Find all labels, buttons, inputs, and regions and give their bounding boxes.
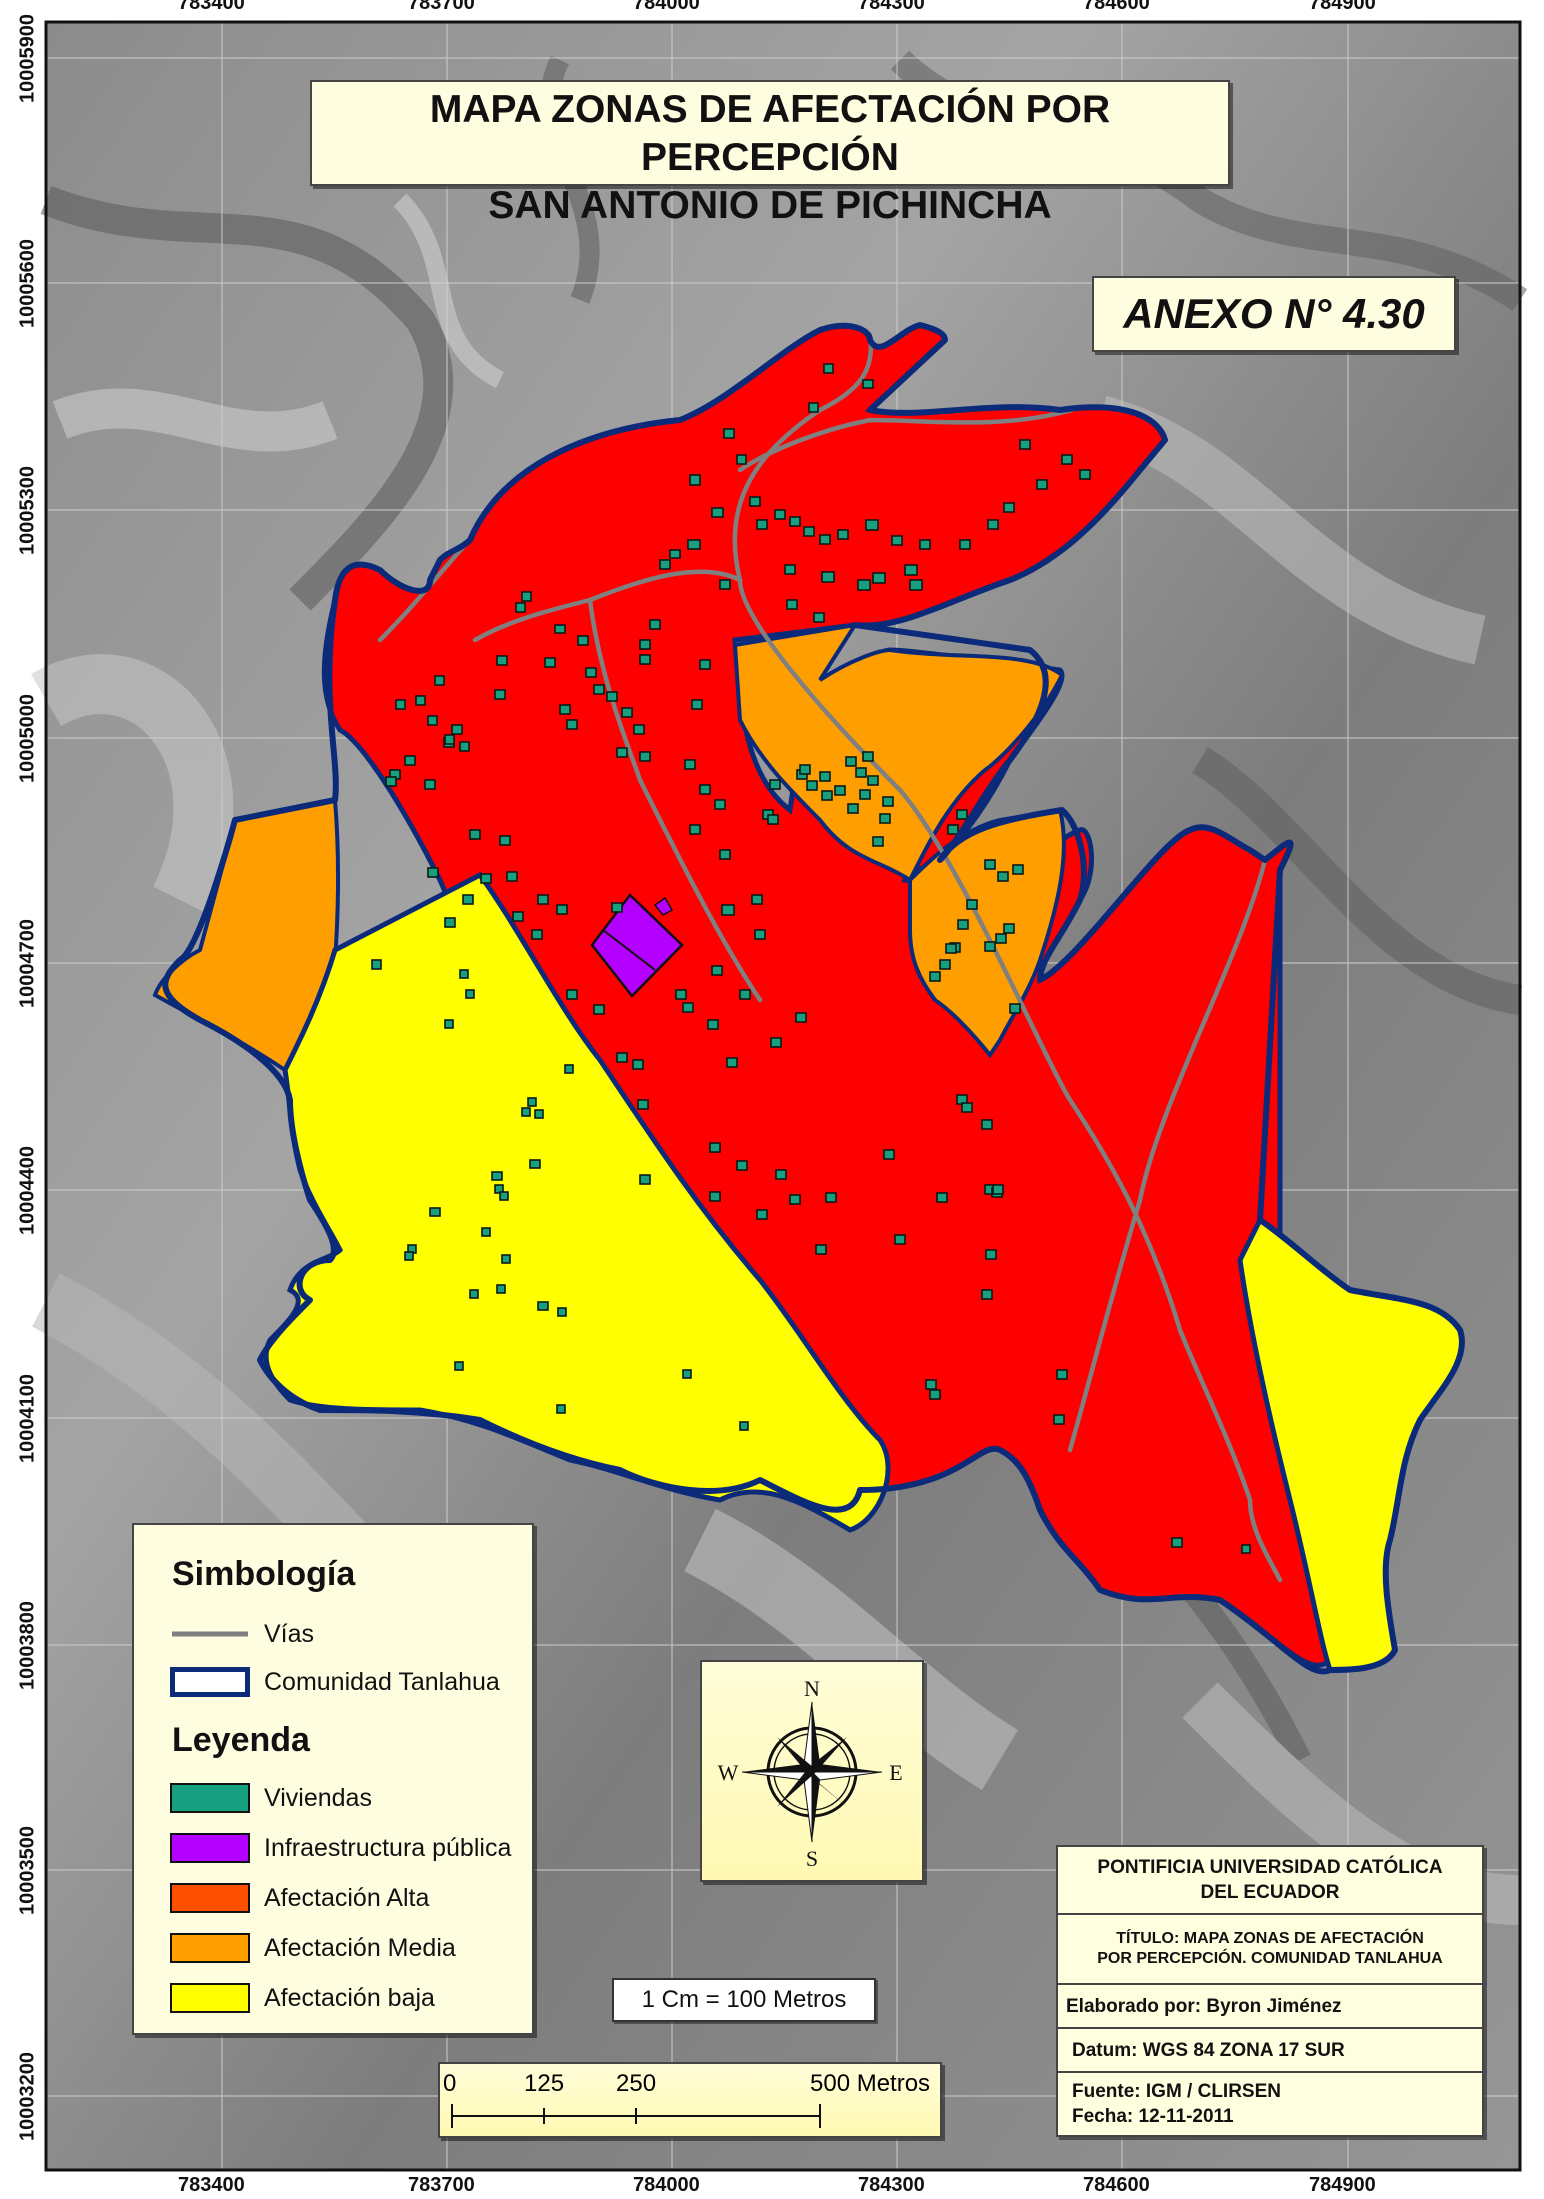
x-tick-bottom: 784600 [1083,2174,1150,2196]
legend-item: Infraestructura pública [170,1831,511,1865]
source: Fuente: IGM / CLIRSEN [1072,2081,1281,2102]
map-frame [44,20,1522,2172]
symbology-title: Simbología [172,1555,356,1593]
map-subtitle: SAN ANTONIO DE PICHINCHA [488,184,1052,227]
legend-panel: Simbología Vías Comunidad Tanlahua Leyen… [132,1523,534,2035]
legend-title: Leyenda [172,1721,310,1759]
houses [371,363,1251,1554]
north-arrow-box: N S E W [700,1660,924,1882]
annex-label: ANEXO N° 4.30 [1092,276,1456,352]
legend-item: Afectación baja [170,1981,435,2015]
scale-label-500: 500 Metros [810,2070,931,2097]
legend-community-label: Comunidad Tanlahua [264,1667,500,1696]
afectacion-media-swatch [170,1933,250,1963]
scale-ratio: 1 Cm = 100 Metros [612,1978,876,2022]
viviendas-swatch [170,1783,250,1813]
info-block: PONTIFICIA UNIVERSIDAD CATÓLICA DEL ECUA… [1056,1845,1484,2137]
infraestructura-swatch [170,1833,250,1863]
legend-item-label: Viviendas [264,1783,372,1812]
compass-w: W [718,1760,739,1785]
legend-roads: Vías [170,1617,314,1651]
afectacion-baja-swatch [170,1983,250,2013]
x-tick-bottom: 784300 [858,2174,925,2196]
scale-bar [451,2104,821,2128]
x-tick-top: 783700 [408,0,475,14]
institution-line2: DEL ECUADOR [1200,1882,1340,1903]
x-tick-top: 784900 [1309,0,1376,14]
public-infrastructure-divider [602,929,656,971]
legend-item: Afectación Media [170,1931,456,1965]
y-tick: 10005000 [16,694,39,783]
zone-afectacion-media-north[interactable] [732,622,1065,883]
y-tick: 10003200 [16,2052,39,2141]
x-tick-top: 784600 [1083,0,1150,14]
map-info-title: TÍTULO: MAPA ZONAS DE AFECTACIÓN POR PER… [1058,1915,1482,1985]
x-tick-bottom: 784000 [633,2174,700,2196]
compass-n: N [804,1676,820,1701]
y-tick: 10005900 [16,14,39,103]
road-line-icon [172,1631,248,1637]
date: Fecha: 12-11-2011 [1072,2106,1234,2127]
info-title-line2: POR PERCEPCIÓN. COMUNIDAD TANLAHUA [1097,1950,1443,1967]
compass-rose-icon: N S E W [718,1676,903,1871]
legend-community: Comunidad Tanlahua [170,1665,500,1699]
source-date: Fuente: IGM / CLIRSEN Fecha: 12-11-2011 [1058,2073,1482,2129]
legend-item-label: Infraestructura pública [264,1833,512,1862]
y-tick: 10005300 [16,466,39,555]
y-tick: 10003800 [16,1601,39,1690]
institution: PONTIFICIA UNIVERSIDAD CATÓLICA DEL ECUA… [1058,1847,1482,1915]
x-tick-bottom: 783400 [178,2174,245,2196]
y-tick: 10004100 [16,1374,39,1463]
x-tick-top: 784000 [633,0,700,14]
community-boundary [162,322,1465,1675]
y-tick: 10003500 [16,1826,39,1915]
compass-e: E [889,1760,902,1785]
legend-item: Viviendas [170,1781,372,1815]
author: Elaborado por: Byron Jiménez [1058,1985,1482,2029]
map-title-box: MAPA ZONAS DE AFECTACIÓN POR PERCEPCIÓN … [310,80,1230,227]
y-tick: 10004700 [16,919,39,1008]
legend-roads-label: Vías [264,1619,315,1648]
x-tick-top: 783400 [178,0,245,14]
y-tick: 10005600 [16,239,39,328]
datum: Datum: WGS 84 ZONA 17 SUR [1058,2029,1482,2073]
scale-label-250: 250 [616,2070,657,2097]
map-title: MAPA ZONAS DE AFECTACIÓN POR PERCEPCIÓN [429,88,1111,179]
legend-item: Afectación Alta [170,1881,429,1915]
scale-label-0: 0 [443,2070,457,2097]
public-infrastructure-annex[interactable] [653,896,674,916]
scale-label-125: 125 [524,2070,565,2097]
community-boundary-icon [170,1667,250,1697]
x-tick-bottom: 784900 [1309,2174,1376,2196]
legend-item-label: Afectación Alta [264,1883,430,1912]
institution-line1: PONTIFICIA UNIVERSIDAD CATÓLICA [1097,1857,1443,1878]
legend-item-label: Afectación Media [264,1933,456,1962]
info-title-line1: TÍTULO: MAPA ZONAS DE AFECTACIÓN [1116,1930,1424,1947]
legend-item-label: Afectación baja [264,1983,435,2012]
x-tick-top: 784300 [858,0,925,14]
roads [377,332,1283,1583]
afectacion-alta-swatch [170,1883,250,1913]
y-tick: 10004400 [16,1146,39,1235]
scale-bar-box: 0 125 250 500 Metros [438,2062,942,2138]
x-tick-bottom: 783700 [408,2174,475,2196]
compass-s: S [806,1846,818,1871]
